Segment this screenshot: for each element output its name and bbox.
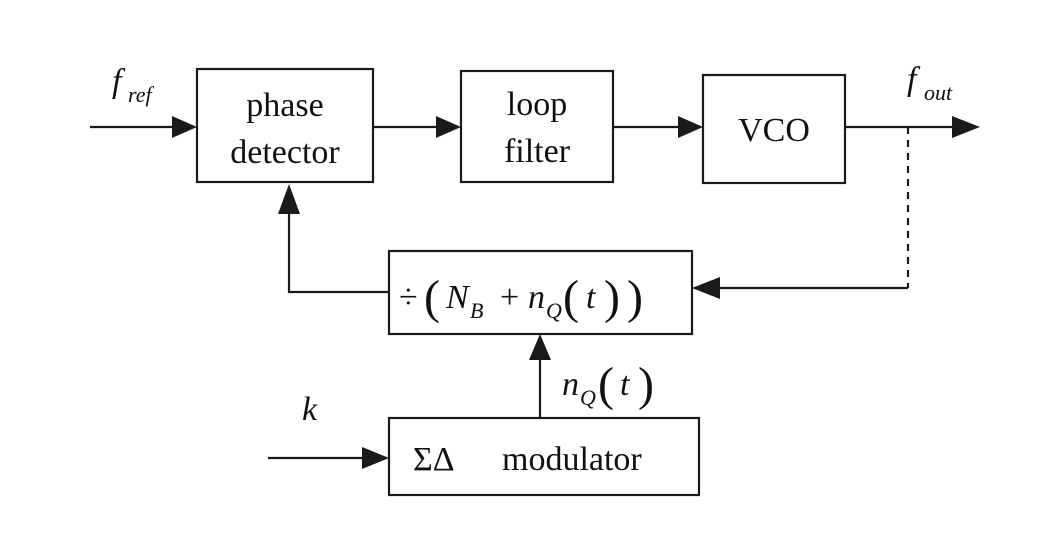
vco-block — [701, 73, 847, 185]
vco-label: VCO — [738, 112, 810, 149]
arrowhead-icon — [436, 116, 461, 138]
nq-open-paren: ( — [598, 358, 614, 411]
fref-main: f — [112, 63, 126, 100]
sigma-delta-modulator-block — [387, 416, 701, 497]
fout-subscript: out — [924, 80, 953, 105]
divider-inner-open-paren: ( — [563, 271, 579, 324]
phase-detector-label-line2: detector — [230, 134, 340, 171]
nq-signal-label: n Q ( t ) — [562, 358, 654, 411]
fref-label: f ref — [112, 63, 155, 107]
divider-block — [387, 249, 694, 336]
arrowhead-icon — [952, 116, 980, 138]
arrowhead-icon — [529, 334, 551, 360]
phase-detector-label-line1: phase — [246, 87, 323, 124]
divider-to-pd-line — [287, 213, 389, 294]
divider-formula: ÷ ( N B + n Q ( t ) ) — [399, 271, 643, 324]
divider-n-subscript: B — [470, 298, 483, 323]
divide-symbol: ÷ — [399, 279, 418, 316]
nq-subscript: Q — [580, 385, 596, 410]
arrowhead-icon — [678, 116, 703, 138]
divider-nq-main: n — [528, 279, 545, 316]
arrowhead-icon — [692, 277, 720, 299]
divider-close-paren: ) — [627, 271, 643, 324]
divider-n-main: N — [445, 279, 471, 316]
arrowhead-icon — [362, 447, 389, 469]
nq-close-paren: ) — [638, 358, 654, 411]
sigma-delta-symbol: ΣΔ — [413, 441, 455, 478]
divider-open-paren: ( — [424, 271, 440, 324]
fout-main: f — [907, 61, 921, 98]
phase-detector-block — [195, 67, 375, 184]
arrowhead-icon — [172, 116, 197, 138]
loop-filter-label-line2: filter — [504, 133, 571, 170]
nq-main: n — [562, 366, 579, 403]
arrowhead-icon — [278, 184, 300, 214]
divider-nq-subscript: Q — [546, 298, 562, 323]
loop-filter-label-line1: loop — [507, 86, 567, 123]
loop-filter-block — [459, 69, 615, 184]
fout-label: f out — [907, 61, 953, 105]
k-input-label: k — [302, 391, 318, 428]
divider-t-variable: t — [586, 279, 597, 316]
fref-subscript: ref — [128, 82, 155, 107]
nq-t-variable: t — [620, 366, 631, 403]
modulator-label: modulator — [502, 441, 642, 478]
divider-plus-sign: + — [500, 279, 519, 316]
divider-inner-close-paren: ) — [604, 271, 620, 324]
